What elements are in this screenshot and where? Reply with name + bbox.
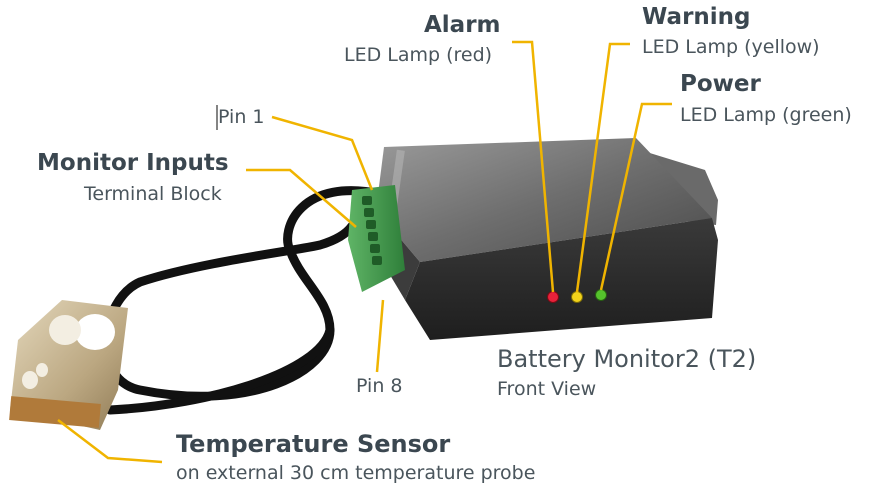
probe-cable	[101, 186, 390, 401]
temperature-probe	[9, 300, 128, 430]
power-subtitle: LED Lamp (green)	[680, 104, 852, 126]
callout-line-pin8	[375, 299, 385, 373]
warning-title: Warning	[642, 4, 751, 30]
alarm-subtitle: LED Lamp (red)	[344, 44, 493, 66]
warning-led	[571, 291, 583, 303]
alarm-led	[547, 291, 559, 303]
warning-subtitle: LED Lamp (yellow)	[642, 36, 820, 58]
callout-line-power	[599, 102, 672, 291]
alarm-title: Alarm	[424, 12, 501, 38]
temperature-sensor-title: Temperature Sensor	[176, 430, 451, 458]
power-title: Power	[680, 71, 761, 97]
device-title: Battery Monitor2 (T2)	[497, 345, 757, 373]
callout-line-alarm	[512, 40, 555, 293]
power-led	[595, 289, 607, 301]
callout-line-monitor-inputs	[246, 168, 357, 228]
callout-line-pin1	[271, 115, 374, 191]
monitor-inputs-subtitle: Terminal Block	[84, 183, 222, 205]
callout-line-warning	[575, 42, 630, 293]
pin1-label: Pin 1	[218, 106, 265, 128]
pin8-label: Pin 8	[356, 375, 403, 397]
monitor-inputs-title: Monitor Inputs	[37, 150, 229, 176]
temperature-sensor-subtitle: on external 30 cm temperature probe	[176, 462, 536, 484]
device-front	[405, 218, 718, 340]
device-subtitle: Front View	[497, 378, 597, 400]
callout-line-temperature	[57, 419, 163, 464]
